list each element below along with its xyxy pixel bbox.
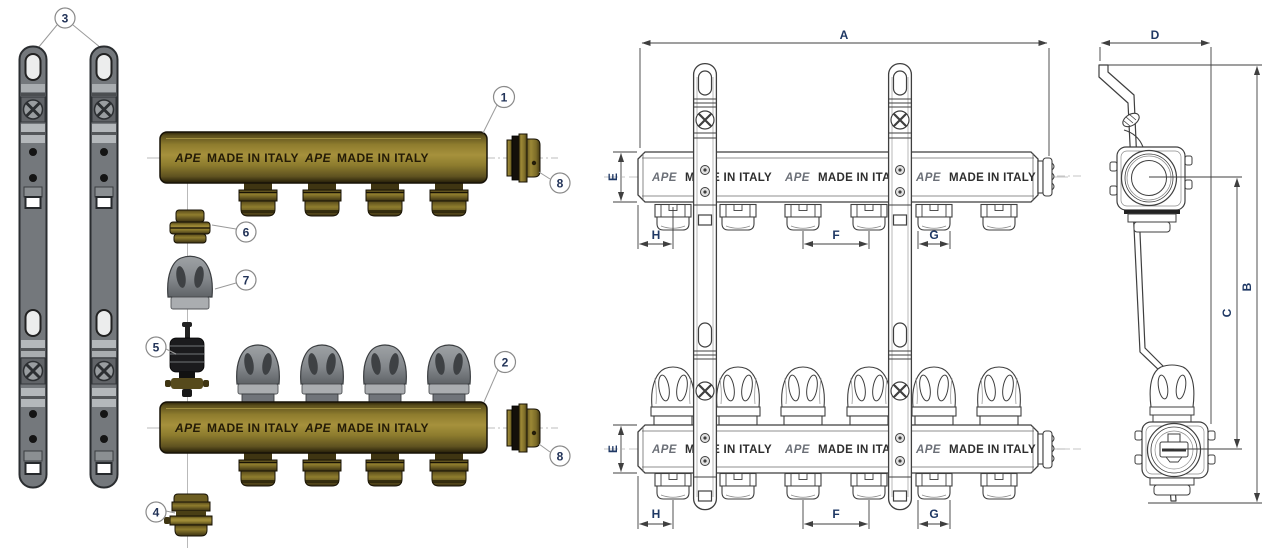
dim-H: H [652, 228, 661, 242]
brand-made-in: MADE IN ITALY [207, 151, 299, 165]
dim-F: F [832, 507, 839, 521]
manifold-return: APE MADE IN ITALY APE MADE IN ITALY [159, 344, 488, 487]
dim-E: E [606, 445, 620, 453]
brand-logo: APE [304, 151, 332, 165]
front-dimension-labels: A E H F G E H F G [606, 28, 939, 521]
brand-logo: APE [651, 444, 677, 456]
part-number-7: 7 [243, 274, 250, 288]
wall-bracket-right [89, 45, 119, 489]
brand-logo: APE [651, 172, 677, 184]
brand-made-in: MADE IN ITALY [949, 172, 1036, 184]
part-number-8: 8 [557, 177, 564, 191]
dim-G: G [929, 507, 938, 521]
front-bracket-left [692, 62, 718, 511]
brand-logo: APE [784, 444, 810, 456]
part-number-1: 1 [501, 91, 508, 105]
part-label-3: 3 [54, 7, 76, 29]
front-return-bar: APE MADE IN ITALY APE MADE IN ITALY APE … [637, 424, 1055, 474]
handwheel-knob [167, 255, 213, 310]
brand-logo: APE [915, 444, 941, 456]
dim-F: F [832, 228, 839, 242]
dim-E: E [606, 173, 620, 181]
front-bracket-right [887, 62, 913, 511]
side-bracket-profile [1098, 64, 1177, 502]
manifold-flow: APE MADE IN ITALY APE MADE IN ITALY [159, 131, 488, 217]
part-number-4: 4 [153, 506, 160, 520]
end-cap-top [506, 133, 541, 183]
side-upper-manifold [1109, 146, 1193, 233]
side-dimension-labels: D B C [1151, 28, 1254, 317]
side-lower-manifold [1134, 364, 1216, 496]
brand-made-in: MADE IN ITALY [207, 421, 299, 435]
side-screw [1122, 112, 1144, 148]
brand-logo: APE [784, 172, 810, 184]
brand-made-in: MADE IN ITALY [337, 151, 429, 165]
brand-made-in: MADE IN ITALY [337, 421, 429, 435]
dim-C: C [1220, 308, 1234, 317]
dim-D: D [1151, 28, 1160, 42]
part-number-8: 8 [557, 450, 564, 464]
brand-made-in: MADE IN ITALY [949, 444, 1036, 456]
air-vent-valve [165, 322, 209, 397]
dim-B: B [1240, 282, 1254, 291]
front-dimension-view: APE MADE IN ITALY APE MADE IN ITALY APE … [604, 28, 1070, 529]
part-number-6: 6 [243, 226, 250, 240]
part-number-2: 2 [502, 356, 509, 370]
brand-logo: APE [915, 172, 941, 184]
dim-H: H [652, 507, 661, 521]
dim-G: G [929, 228, 938, 242]
brand-made-in: MADE IN ITALY [818, 172, 905, 184]
part-number-3: 3 [62, 12, 69, 26]
wall-bracket-left [18, 45, 48, 489]
wall-brackets-view: 3 [18, 7, 119, 489]
drain-fitting [164, 493, 213, 537]
side-dimensions [1099, 39, 1262, 504]
front-dimensions [613, 39, 1050, 529]
brand-logo: APE [174, 421, 202, 435]
brand-logo: APE [174, 151, 202, 165]
side-dimension-view: D B C [1057, 28, 1262, 504]
dim-A: A [840, 28, 849, 42]
part-callouts: 1 2 4 5 6 7 8 8 [145, 85, 571, 523]
brand-made-in: MADE IN ITALY [818, 444, 905, 456]
brand-logo: APE [304, 421, 332, 435]
part-number-5: 5 [153, 341, 160, 355]
valve-insert-fitting [169, 209, 211, 244]
exploded-view: APE MADE IN ITALY APE MADE IN ITALY [145, 85, 571, 548]
end-cap-bottom [506, 403, 541, 453]
